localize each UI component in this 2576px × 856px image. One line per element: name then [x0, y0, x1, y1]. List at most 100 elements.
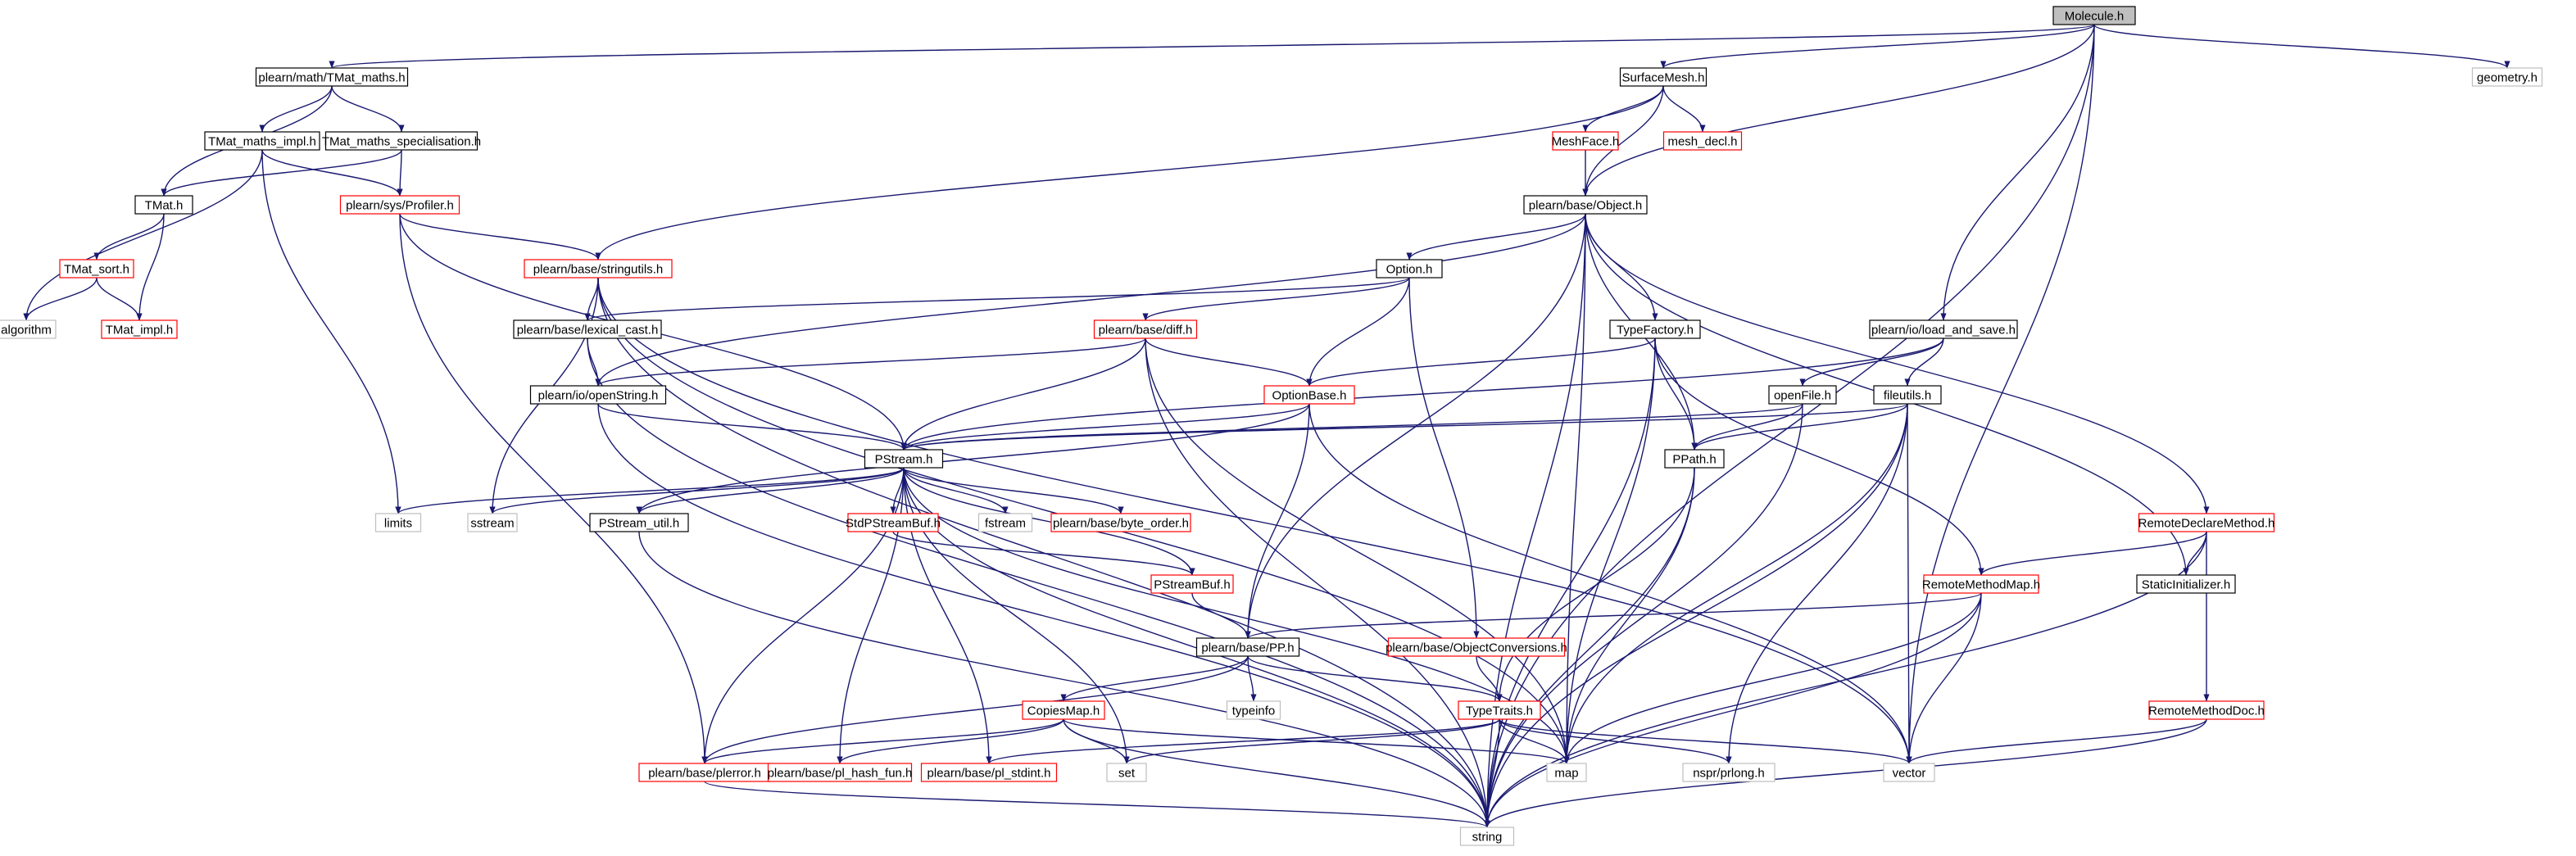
edge-pp-to-plerror [701, 655, 1249, 764]
node-profiler[interactable]: plearn/sys/Profiler.h [339, 195, 460, 215]
edge-typetraits-to-nspr_prlong [1499, 718, 1732, 764]
edge-optionbase-to-pp [1245, 403, 1310, 639]
node-label: limits [384, 517, 412, 531]
edge-plerror-to-string [704, 781, 1490, 828]
node-box [1768, 385, 1837, 405]
edge-copiesmap-to-string [1063, 718, 1490, 828]
edge-pstream-to-fstream [903, 467, 1009, 514]
node-stringutils[interactable]: plearn/base/stringutils.h [524, 259, 673, 279]
node-box [1662, 131, 1743, 151]
edge-fileutils-to-pstream [900, 403, 1908, 451]
edge-remotedeclaremethod-to-remotemethodmap [1978, 531, 2207, 576]
edge-fileutils-to-ppath [1691, 403, 1908, 451]
node-label: sstream [470, 517, 514, 531]
node-pstream[interactable]: PStream.h [864, 449, 944, 469]
edge-surfacemesh-to-stringutils [595, 85, 1664, 260]
node-box [2148, 700, 2265, 720]
node-label: Molecule.h [2065, 10, 2125, 24]
node-stdpstreambuf[interactable]: StdPStreamBuf.h [846, 513, 941, 532]
node-label: MeshFace.h [1552, 135, 1620, 149]
node-lexical-cast[interactable]: plearn/base/lexical_cast.h [513, 319, 662, 339]
edge-stringutils-to-vector [597, 277, 1912, 764]
node-box [1869, 319, 2018, 339]
node-box [767, 763, 913, 782]
node-load-and-save[interactable]: plearn/io/load_and_save.h [1869, 319, 2018, 339]
edge-molecule-to-load_and_save [1940, 24, 2095, 321]
node-diff[interactable]: plearn/base/diff.h [1093, 319, 1198, 339]
edge-lexical_cast-to-openstring [587, 337, 601, 387]
node-algorithm: algorithm [0, 319, 57, 339]
node-label: plearn/base/diff.h [1099, 324, 1193, 337]
node-byte-order[interactable]: plearn/base/byte_order.h [1050, 513, 1191, 532]
node-label: Option.h [1386, 263, 1433, 277]
node-copiesmap[interactable]: CopiesMap.h [1022, 700, 1105, 720]
node-molecule[interactable]: Molecule.h [2052, 6, 2136, 25]
node-label: geometry.h [2477, 71, 2537, 85]
node-box [847, 513, 939, 532]
node-ppath[interactable]: PPath.h [1664, 449, 1725, 469]
node-pl-stdint[interactable]: plearn/base/pl_stdint.h [920, 763, 1058, 782]
node-box [1619, 67, 1708, 87]
node-remotemethodmap[interactable]: RemoteMethodMap.h [1922, 574, 2040, 594]
node-tmat-impl[interactable]: TMat_impl.h [101, 319, 178, 339]
node-typetraits[interactable]: TypeTraits.h [1458, 700, 1541, 720]
edge-pp-to-typetraits [1247, 655, 1503, 702]
edge-fileutils-to-map [1563, 403, 1908, 764]
node-tmat-maths-impl[interactable]: TMat_maths_impl.h [204, 131, 320, 151]
node-openstring[interactable]: plearn/io/openString.h [529, 385, 667, 405]
edge-typetraits-to-vector [1499, 718, 1912, 764]
node-label: openFile.h [1774, 389, 1831, 403]
edge-diff-to-optionbase [1145, 337, 1313, 387]
node-label: PStream_util.h [599, 517, 679, 531]
node-box [977, 513, 1033, 532]
node-pp[interactable]: plearn/base/PP.h [1195, 637, 1300, 657]
edge-typefactory-to-remotemethodmap [1654, 337, 1984, 576]
node-option[interactable]: Option.h [1376, 259, 1443, 279]
node-typefactory[interactable]: TypeFactory.h [1609, 319, 1701, 339]
node-openfile[interactable]: openFile.h [1768, 385, 1837, 405]
node-box [1873, 385, 1942, 405]
node-label: RemoteDeclareMethod.h [2138, 517, 2275, 531]
node-fileutils[interactable]: fileutils.h [1873, 385, 1942, 405]
node-surfacemesh[interactable]: SurfaceMesh.h [1619, 67, 1708, 87]
node-mesh-decl[interactable]: mesh_decl.h [1662, 131, 1743, 151]
edge-lexical_cast-to-string [587, 337, 1490, 828]
node-object[interactable]: plearn/base/Object.h [1523, 195, 1648, 215]
node-label: StaticInitializer.h [2142, 578, 2230, 592]
node-pstream-util[interactable]: PStream_util.h [589, 513, 689, 532]
node-tmat-maths[interactable]: plearn/math/TMat_maths.h [255, 67, 409, 87]
node-staticinitializer[interactable]: StaticInitializer.h [2136, 574, 2236, 594]
node-meshface[interactable]: MeshFace.h [1552, 131, 1620, 151]
edge-diff-to-pstream [900, 337, 1146, 451]
edge-tmat_maths_impl-to-algorithm [23, 149, 263, 321]
node-tmat-sort[interactable]: TMat_sort.h [59, 259, 134, 279]
node-box [2471, 67, 2543, 87]
node-sstream: sstream [467, 513, 518, 532]
edge-pp-to-copiesmap [1060, 655, 1249, 702]
edge-tmat-to-tmat_sort [93, 213, 165, 260]
node-label: plearn/math/TMat_maths.h [258, 71, 405, 85]
edge-molecule-to-geometry [2093, 24, 2510, 69]
node-pstreambuf[interactable]: PStreamBuf.h [1150, 574, 1234, 594]
edge-ppath-to-string [1484, 467, 1695, 828]
edge-copiesmap-to-pl_hash_fun [837, 718, 1064, 764]
node-remotedeclaremethod[interactable]: RemoteDeclareMethod.h [2138, 513, 2275, 532]
node-box [1050, 513, 1191, 532]
node-plerror[interactable]: plearn/base/plerror.h [638, 763, 771, 782]
node-label: map [1554, 767, 1578, 781]
edge-openstring-to-string [597, 403, 1490, 828]
edge-pstream-to-sstream [489, 467, 905, 514]
node-pl-hash-fun[interactable]: plearn/base/pl_hash_fun.h [767, 763, 913, 782]
node-tmat[interactable]: TMat.h [134, 195, 193, 215]
edge-objectconversions-to-typetraits [1476, 655, 1503, 702]
node-box [101, 319, 178, 339]
node-vector: vector [1883, 763, 1935, 782]
node-remotemethoddoc[interactable]: RemoteMethodDoc.h [2148, 700, 2265, 720]
node-objectconversions[interactable]: plearn/base/ObjectConversions.h [1386, 637, 1567, 657]
edge-option-to-diff [1142, 277, 1410, 321]
edge-typetraits-to-pl_stdint [986, 718, 1500, 764]
node-optionbase[interactable]: OptionBase.h [1263, 385, 1355, 405]
node-tmat-maths-spec[interactable]: TMat_maths_specialisation.h [322, 131, 481, 151]
node-label: TMat_impl.h [106, 324, 174, 337]
